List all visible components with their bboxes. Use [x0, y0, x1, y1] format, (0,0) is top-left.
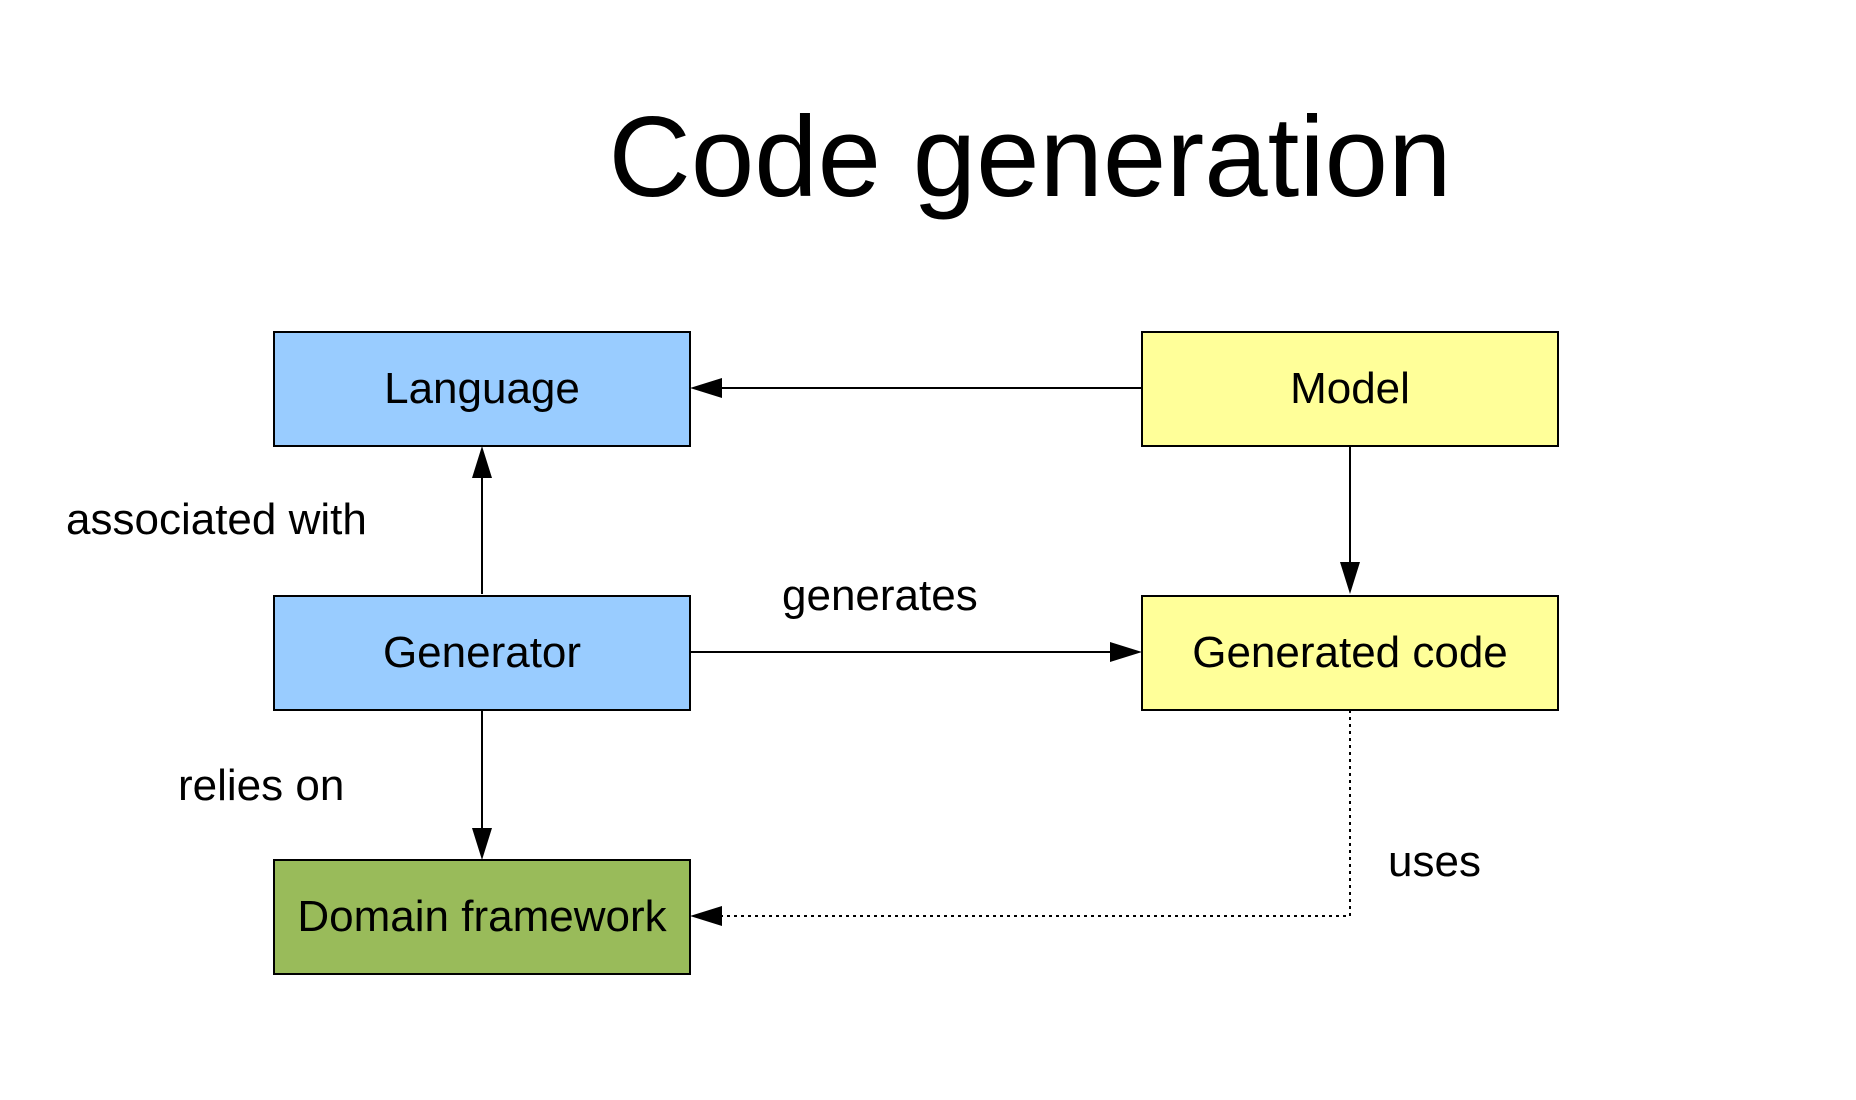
node-model: Model — [1141, 331, 1559, 447]
edge-label-associated-with: associated with — [66, 495, 367, 544]
edge-generator-to-domain-framework — [472, 710, 492, 860]
edge-generated-code-to-domain-framework — [690, 710, 1351, 926]
arrowhead-icon — [1110, 642, 1142, 662]
arrowhead-icon — [472, 446, 492, 478]
node-domain-framework-label: Domain framework — [297, 892, 667, 941]
node-generator-label: Generator — [383, 628, 581, 677]
edge-label-generates: generates — [782, 571, 978, 620]
node-language-box — [273, 331, 691, 447]
node-model-label: Model — [1290, 364, 1410, 413]
node-generated-code-label: Generated code — [1192, 628, 1508, 677]
arrowhead-icon — [690, 906, 722, 926]
node-generated-code: Generated code — [1141, 595, 1559, 711]
edge-generator-to-generated-code — [690, 642, 1142, 662]
arrowhead-icon — [1340, 562, 1360, 594]
edge-model-to-generated-code — [1340, 446, 1360, 594]
diagram-title: Code generation — [609, 94, 1452, 221]
node-generated-code-box — [1141, 595, 1559, 711]
node-model-box — [1141, 331, 1559, 447]
node-generator-box — [273, 595, 691, 711]
edge-model-to-language — [690, 378, 1142, 398]
node-domain-framework: Domain framework — [273, 859, 691, 975]
edge-generator-to-language — [472, 446, 492, 594]
node-language: Language — [273, 331, 691, 447]
arrowhead-icon — [690, 378, 722, 398]
edge-label-uses: uses — [1388, 837, 1481, 886]
arrowhead-icon — [472, 828, 492, 860]
node-language-label: Language — [384, 364, 580, 413]
node-domain-framework-box — [273, 859, 691, 975]
edge-label-relies-on: relies on — [178, 761, 344, 810]
node-generator: Generator — [273, 595, 691, 711]
